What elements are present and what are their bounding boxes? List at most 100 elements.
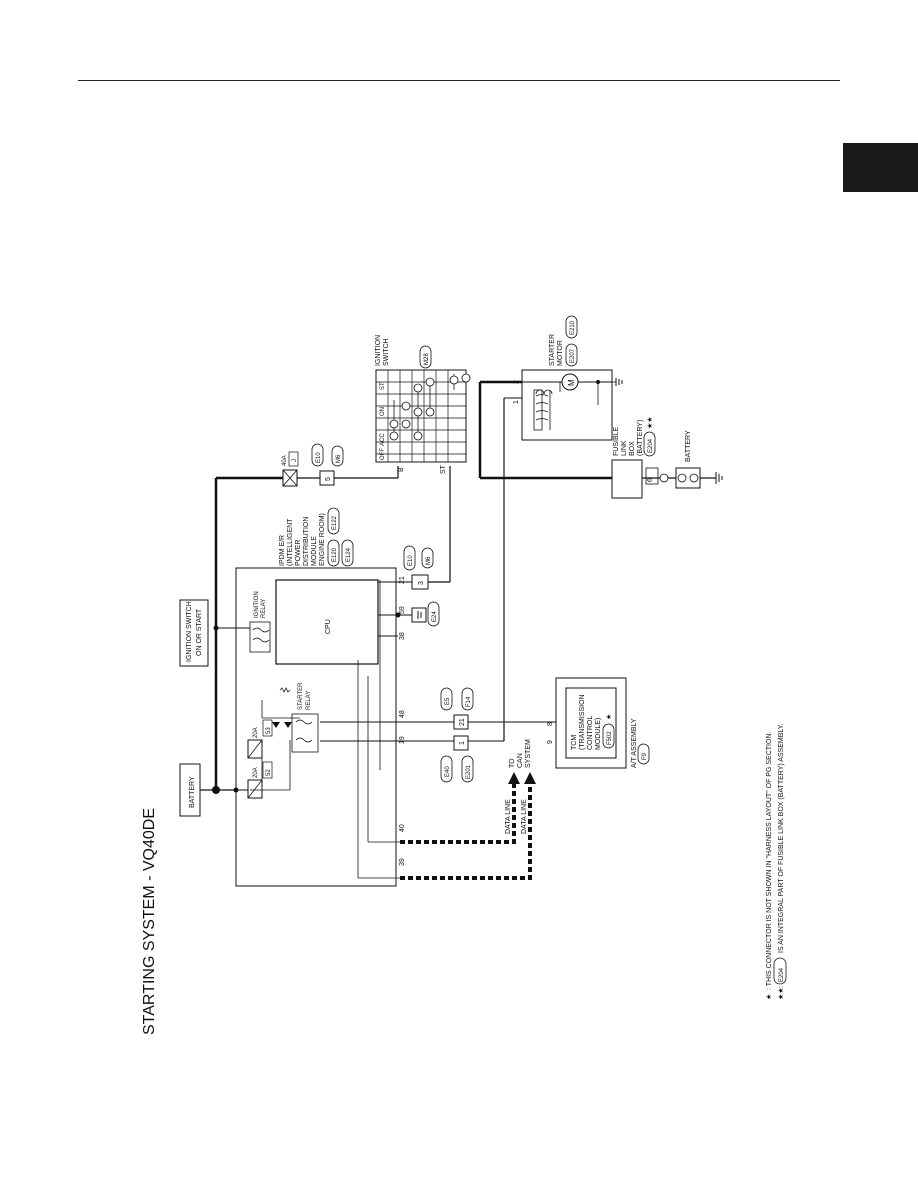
connector-pin-1	[453, 735, 469, 751]
at-assembly-label: A/T ASSEMBLY	[631, 718, 638, 768]
motor-letter: M	[567, 379, 576, 386]
fusible-link-box	[611, 459, 643, 499]
connector-e204: E204	[648, 438, 654, 453]
svg-text:6: 6	[647, 478, 654, 482]
svg-text:2: 2	[513, 380, 520, 384]
can-data-lines	[400, 772, 536, 880]
svg-text:E5: E5	[445, 697, 451, 705]
fusible-box-label-2: LINK	[621, 440, 628, 456]
cpu-box	[275, 579, 379, 665]
connector-pin-3	[411, 574, 429, 590]
ignition-switch-positions: OFF ACC ON ST	[380, 382, 386, 460]
fusible-box-label-1: FUSIBLE	[613, 426, 620, 456]
svg-text:48: 48	[399, 710, 406, 718]
svg-text:21: 21	[459, 718, 466, 726]
ignition-relay	[249, 621, 271, 653]
svg-text:CONTROL: CONTROL	[587, 716, 594, 750]
fusible-box-label-4: (BATTERY)	[637, 420, 644, 456]
svg-text:E122: E122	[332, 515, 338, 530]
ignition-relay-label-1: IGNITION	[254, 591, 260, 618]
ipdm-label: IPDM E/R (INTELLIGENT POWER DISTRIBUTION…	[279, 513, 326, 566]
footnote-1: : THIS CONNECTOR IS NOT SHOWN IN "HARNES…	[766, 732, 773, 990]
svg-text:MODULE: MODULE	[311, 536, 318, 566]
svg-text:E10: E10	[316, 452, 322, 463]
fusible-link-rating: 40A	[282, 455, 288, 466]
to-can-label-2: CAN	[517, 753, 524, 768]
svg-text:E40: E40	[445, 766, 451, 777]
svg-text:39: 39	[399, 858, 406, 866]
starter-motor-box	[521, 369, 613, 441]
fuse-53-rating: 20A	[253, 727, 259, 738]
footnotes: ★ : THIS CONNECTOR IS NOT SHOWN IN "HARN…	[765, 723, 787, 1000]
tcm-label: TCM (TRANSMISSION CONTROL MODULE)	[571, 694, 602, 750]
wire-b-label: B	[398, 467, 405, 472]
ignition-relay-label-2: RELAY	[261, 599, 267, 618]
svg-text:19: 19	[399, 736, 406, 744]
page-title: STARTING SYSTEM - VQ40DE	[141, 808, 158, 1035]
connector-e210: E210	[570, 320, 576, 335]
fuse-53-number: 53	[266, 727, 272, 734]
data-line-label-1: DATA LINE	[505, 799, 512, 834]
fuse-53	[247, 739, 263, 759]
svg-text:MODULE): MODULE)	[595, 718, 602, 750]
svg-text:OFF: OFF	[380, 448, 386, 460]
tcm-star: ★	[605, 714, 613, 720]
ign-on-start-box	[179, 599, 209, 667]
svg-text:ENGINE ROOM): ENGINE ROOM)	[319, 513, 326, 566]
fuse-52	[247, 779, 263, 799]
battery-label: BATTERY	[685, 430, 692, 462]
wire-st-label: ST	[440, 464, 447, 474]
connector-e24: E24	[432, 611, 438, 622]
svg-text:5: 5	[325, 477, 332, 481]
svg-text:40: 40	[399, 824, 406, 832]
fusible-box-label-3: BOX	[629, 441, 636, 456]
svg-text:TCM: TCM	[571, 735, 578, 750]
ign-on-start-label-1: IGNITION SWITCH	[186, 601, 193, 662]
ign-switch-label-1: IGNITION	[375, 335, 382, 366]
svg-text:59: 59	[399, 606, 406, 614]
svg-text:E120: E120	[332, 547, 338, 562]
svg-text:ST: ST	[380, 382, 386, 390]
svg-text:M6: M6	[336, 454, 342, 463]
battery-symbol	[675, 467, 701, 489]
svg-text:(INTELLIGENT: (INTELLIGENT	[287, 518, 294, 566]
tcm-box	[565, 687, 617, 759]
battery-box	[179, 763, 201, 817]
ign-switch-label-2: SWITCH	[383, 338, 390, 366]
fusible-link-letter: J	[292, 459, 298, 462]
starter-motor-label-2: MOTOR	[557, 340, 564, 366]
svg-text:POWER: POWER	[295, 540, 302, 566]
ign-on-start-label-2: ON OR START	[196, 608, 203, 656]
battery-box-label: BATTERY	[189, 776, 196, 808]
svg-text:M6: M6	[426, 556, 432, 565]
diode	[272, 722, 280, 728]
connector-pin-5	[319, 470, 335, 486]
svg-text:21: 21	[399, 576, 406, 584]
splice-dot	[212, 786, 220, 794]
diode	[284, 722, 292, 728]
motor-symbol	[561, 373, 579, 391]
starter-motor-label-1: STARTER	[549, 334, 556, 366]
connector-tags-e40-e201: E40 E201 E5 F14	[440, 687, 474, 783]
footnote-1-mark: ★	[765, 994, 773, 1000]
svg-text:3: 3	[418, 581, 425, 585]
footnote-2-mark: ★★	[777, 987, 785, 1000]
svg-text:DISTRIBUTION: DISTRIBUTION	[303, 517, 310, 566]
connector-e207: E207	[570, 348, 576, 363]
section-tab	[843, 143, 918, 192]
svg-text:F14: F14	[466, 696, 472, 707]
svg-text:1: 1	[459, 741, 466, 745]
connector-f9: F9	[642, 752, 648, 760]
footnote-2-connector-box	[773, 957, 787, 985]
svg-text:(TRANSMISSION: (TRANSMISSION	[579, 694, 586, 750]
starter-relay-label-1: STARTER	[298, 682, 304, 710]
svg-text:1: 1	[513, 400, 520, 404]
svg-text:8: 8	[547, 722, 554, 726]
svg-text:E201: E201	[466, 764, 472, 779]
ipdm-pins: 39 40 19 48 38 59 21	[399, 576, 406, 866]
fusible-box-stars: ★★	[646, 416, 654, 429]
starter-relay-label-2: RELAY	[306, 691, 312, 710]
ground-e24-connector	[411, 607, 427, 623]
at-assembly-box	[555, 677, 627, 769]
